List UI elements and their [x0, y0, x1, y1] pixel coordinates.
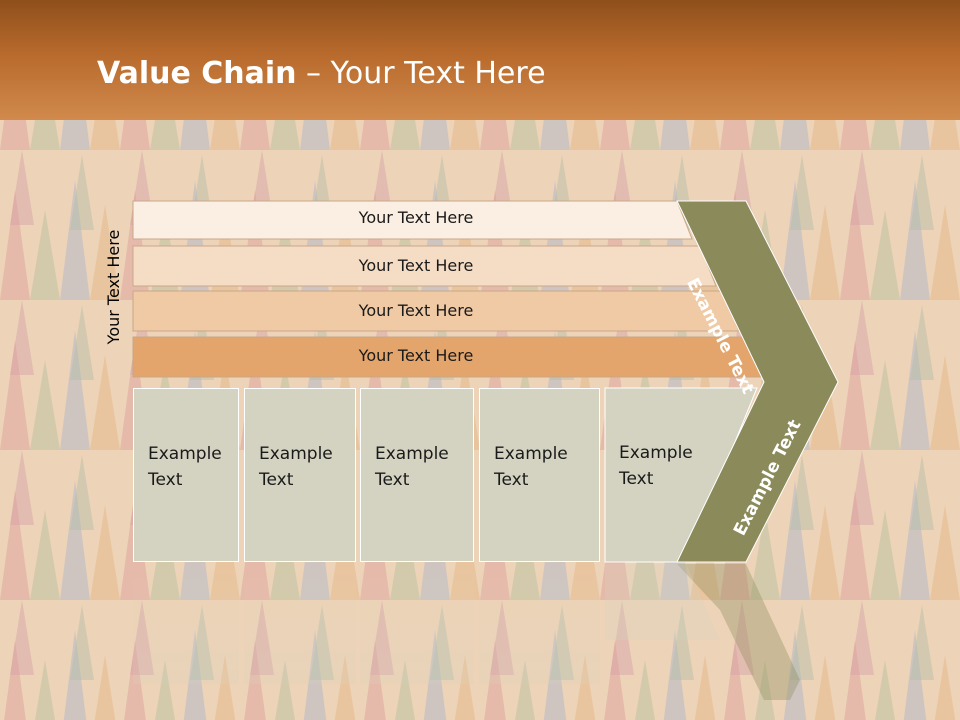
box-2-reflection [244, 564, 356, 684]
bar-1-label: Your Text Here [358, 208, 474, 227]
bar-4-label: Your Text Here [358, 346, 474, 365]
page-title: Value Chain – Your Text Here [97, 56, 546, 91]
box-5-reflection [605, 564, 720, 640]
box-3-reflection [360, 564, 474, 684]
bar-3-label: Your Text Here [358, 301, 474, 320]
bar-1-shape [132, 200, 693, 240]
header-band [0, 0, 960, 120]
chevron-shape [676, 200, 839, 563]
bar-2-label: Your Text Here [358, 256, 474, 275]
box-4-reflection [479, 564, 600, 684]
bar-2-shape [132, 245, 717, 287]
chevron-reflection [677, 564, 800, 700]
